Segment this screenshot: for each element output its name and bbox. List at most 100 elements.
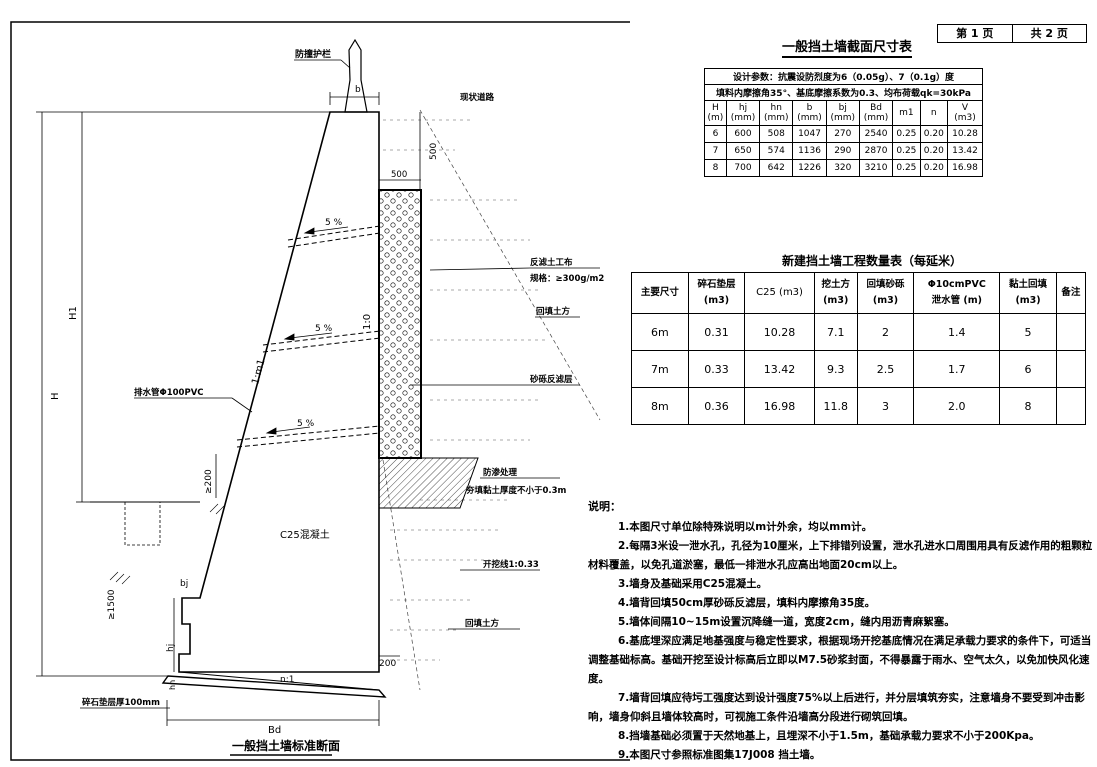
frame [10,21,630,761]
note-text: 墙背回填50cm厚砂砾反滤层，填料内摩擦角35度。 [629,597,876,609]
table1-header-cell: b(mm) [792,100,827,126]
dim-slope-front: 1:m1 [250,358,267,386]
table2-header-cell: Φ10cmPVC 泄水管 (m) [913,272,1001,314]
note-text: 每隔3米设一泄水孔，孔径为10厘米，上下排错列设置，泄水孔进水口周围用具有反滤作… [588,540,1093,571]
table2-cell: 6m [631,313,689,351]
dim-H1: H1 [68,306,79,320]
table1-cell: 600 [725,125,761,143]
table1-header-main: hj [738,103,748,113]
table1-param-line2: 填料内摩擦角35°、基底摩擦系数为0.3、均布荷载qk=30kPa [704,84,983,101]
note-text: 本图尺寸参照标准图集17J008 挡土墙。 [629,749,821,761]
table2-header-main: 主要尺寸 [640,287,679,298]
table2-cell: 7m [631,350,689,388]
table1-header-main: b [806,103,813,113]
table1-header-main: H [712,103,719,113]
table2-cell: 16.98 [744,387,815,425]
dim-slope-back: 1:0 [362,314,373,330]
label-geotextile-spec: 规格：≥300g/m2 [530,273,604,284]
table2-header-cell: 主要尺寸 [631,272,689,314]
table1-header-unit: (mm) [797,113,822,123]
note-text: 墙体间隔10~15m设置沉降缝一道，宽度2cm，缝内用沥青麻絮塞。 [629,616,955,628]
table2-header-main: 备注 [1061,287,1081,298]
table2-cell: 10.28 [744,313,815,351]
table2-header-unit: (m3) [823,295,849,306]
label-geotextile: 反滤土工布 [530,257,573,268]
notes-section: 说明： 1.本图尺寸单位除特殊说明以m计外余，均以mm计。2.每隔3米设一泄水孔… [588,497,1093,765]
table1-header-main: bj [838,103,847,113]
table1-cell: 3210 [858,159,894,177]
table1-header-main: V [961,103,969,113]
note-item: 2.每隔3米设一泄水孔，孔径为10厘米，上下排错列设置，泄水孔进水口周围用具有反… [588,537,1093,575]
table1-cell: 1226 [792,159,827,177]
slope-label-1: 5 % [325,218,343,228]
table2-cell: 8m [631,387,689,425]
slope-label-3: 5 % [297,419,315,429]
dim-n1: n:1 [280,675,294,685]
table2-header-unit: (m3) [1015,295,1041,306]
table2-cell: 0.31 [687,313,746,351]
table2-header-unit: 泄水管 (m) [931,295,982,306]
table1-header-main: hn [770,103,782,113]
table2-header-unit: (m3) [703,295,730,306]
label-backfill-bottom: 回填土方 [465,618,500,629]
table1-cell: 574 [759,142,794,160]
foundation-base-line [178,671,380,691]
table2-cell: 8 [999,387,1057,425]
drawing-title: 一般挡土墙标准断面 [232,738,340,753]
table1-cell: 290 [825,142,860,160]
note-number: 8. [618,730,630,742]
table1-cell: 8 [704,159,727,177]
table2-header-main: Φ10cmPVC [927,279,986,290]
note-text: 挡墙基础必须置于天然地基上，且埋深不小于1.5m，基础承载力要求不小于200Kp… [629,730,1040,742]
ditch-outline [124,502,161,546]
table1-cell: 7 [704,142,727,160]
table1-header-unit: (m3) [954,113,976,123]
table1-header-cell: m1 [892,100,921,126]
table1-title: 一般挡土墙截面尺寸表 [782,36,913,58]
gravel-filter-layer [378,189,422,459]
note-number: 7. [618,692,630,704]
notes-heading: 说明： [588,500,621,513]
table1-cell: 0.20 [919,125,948,143]
dim-ge1500: ≥1500 [107,589,117,620]
table2-title: 新建挡土墙工程数量表（每延米） [782,254,963,268]
label-existing-road: 现状道路 [460,92,495,103]
table2-cell: 9.3 [813,350,858,388]
dim-500-vertical: 500 [429,143,439,160]
gravel-cushion [161,675,387,698]
slope-label-2: 5 % [315,324,333,334]
table1-cell: 1047 [792,125,827,143]
table1-cell: 642 [759,159,794,177]
table1-cell: 650 [725,142,761,160]
seepage-clay-zone [378,457,479,509]
section-dimension-table: 设计参数：抗震设防烈度为6（0.05g）、7（0.1g）度 填料内摩擦角35°、… [704,68,984,177]
table1-cell: 0.25 [892,142,921,160]
table1-header-cell: bj(mm) [825,100,860,126]
table1-cell: 0.25 [892,125,921,143]
table1-header-cell: n [919,100,948,126]
table2-header-cell: 挖土方(m3) [813,272,858,314]
slope-arrows [265,226,349,435]
table1-cell: 508 [759,125,794,143]
label-gravel-cushion: 碎石垫层厚100mm [82,697,160,708]
table1-cell: 2870 [858,142,894,160]
sheet-total: 共 2 页 [1030,27,1068,40]
table2-header-cell: 回填砂砾(m3) [856,272,915,314]
table2-header-main: C25 (m3) [756,287,803,298]
leader-lines [80,59,600,709]
table2-header-cell: C25 (m3) [744,272,815,314]
table1-header-unit: (m) [707,113,724,123]
table1-header-cell: H(m) [704,100,727,126]
note-text: 基底埋深应满足地基强度与稳定性要求，根据现场开挖基底情况在满足承载力要求的条件下… [588,635,1092,685]
table1-cell: 2540 [858,125,894,143]
table2-cell [1055,313,1087,351]
label-concrete: C25混凝土 [280,528,330,541]
natural-slope-line [419,109,601,421]
label-seepage: 防渗处理 [483,467,518,478]
note-item: 9.本图尺寸参照标准图集17J008 挡土墙。 [588,746,1093,765]
dim-H: H [50,392,61,400]
table2-header-main: 回填砂砾 [866,279,905,290]
